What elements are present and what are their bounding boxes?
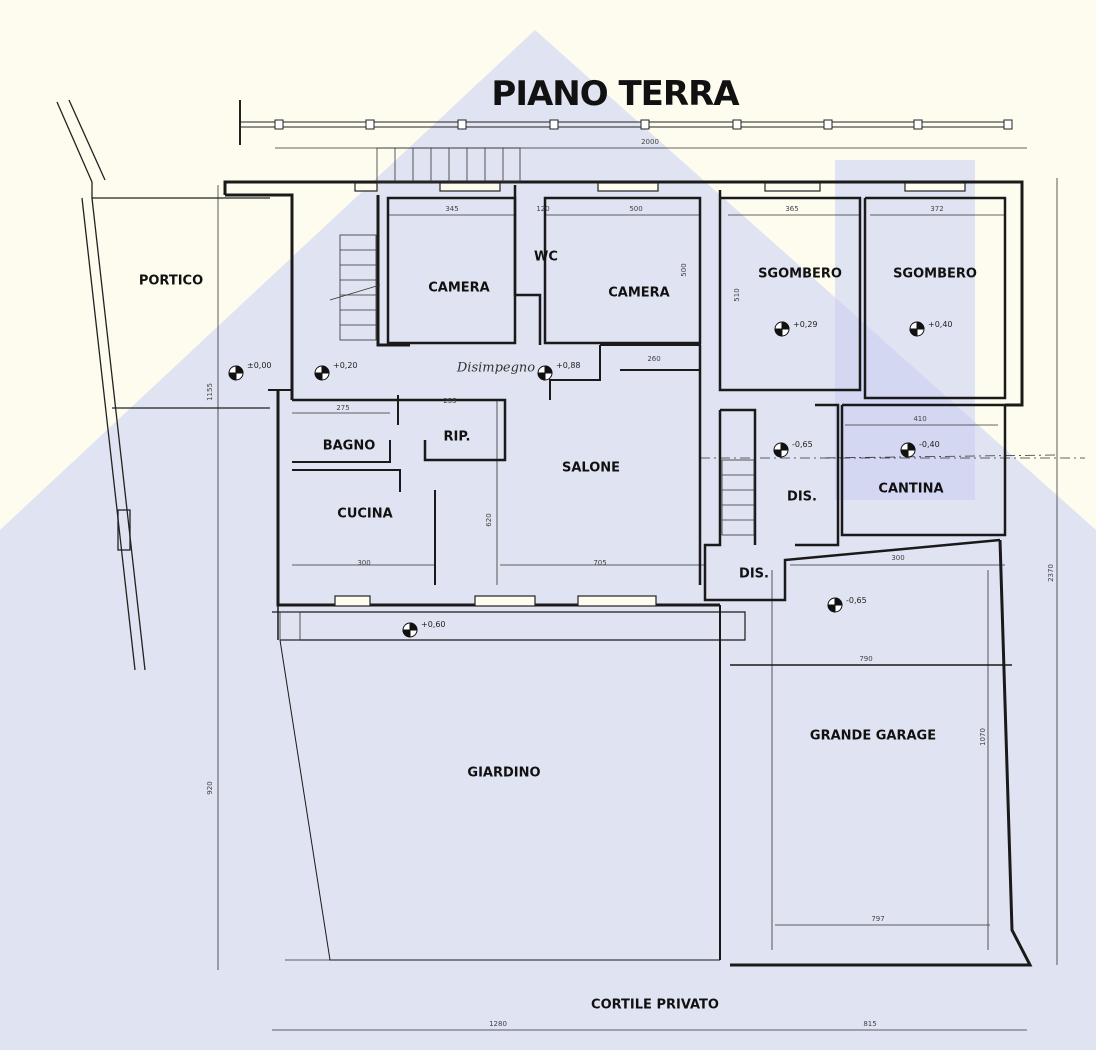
dim-salone-w: 705 [593, 559, 607, 567]
dim-garage-h: 1070 [979, 728, 987, 746]
level-cantina: -0,40 [919, 440, 940, 449]
level-stairs: +0,20 [333, 361, 358, 370]
room-salone: SALONE [561, 460, 621, 476]
level-portico: ±0,00 [247, 361, 272, 370]
plan-title: PIANO TERRA [491, 74, 739, 114]
room-dis-1: DIS. [787, 489, 817, 505]
room-grande-garage: GRANDE GARAGE [809, 728, 937, 744]
level-markers [228, 321, 925, 638]
room-camera-1: CAMERA [428, 280, 490, 296]
dim-rip-w: 255 [443, 397, 457, 405]
dim-camera-2-h: 500 [680, 263, 688, 277]
dim-bottom-right: 815 [863, 1020, 877, 1028]
dim-top-total: 2000 [641, 138, 659, 146]
room-cucina: CUCINA [337, 506, 393, 522]
dim-wc-w: 120 [536, 205, 550, 213]
dim-cucina-w: 300 [357, 559, 371, 567]
room-sgombero-1: SGOMBERO [758, 266, 842, 282]
dim-camera-1-w: 345 [445, 205, 459, 213]
dim-dis-w: 260 [647, 355, 661, 363]
building-walls [223, 180, 1033, 967]
room-disimpegno: Disimpegno [456, 360, 536, 376]
dim-sgombero-2-w: 372 [930, 205, 944, 213]
dim-left-upper: 1155 [206, 383, 214, 401]
dim-left-lower: 920 [206, 781, 214, 795]
dim-garage-w: 790 [859, 655, 873, 663]
dim-bottom-left: 1280 [489, 1020, 507, 1028]
room-dis-2: DIS. [739, 566, 769, 582]
level-disimpegno: +0,88 [556, 361, 581, 370]
level-dis: -0,65 [792, 440, 813, 449]
dim-garage-top-w: 300 [891, 554, 905, 562]
top-scale-rail [239, 100, 1013, 145]
portico-wall [56, 99, 270, 671]
room-camera-2: CAMERA [608, 285, 670, 301]
room-rip: RIP. [443, 429, 471, 445]
room-portico: PORTICO [138, 273, 204, 289]
dim-sgombero-1-w: 365 [785, 205, 799, 213]
room-sgombero-2: SGOMBERO [893, 266, 977, 282]
dim-sgombero-h: 510 [733, 288, 741, 302]
dim-salone-h: 620 [485, 513, 493, 527]
dim-garage-bottom-w: 797 [871, 915, 885, 923]
room-bagno: BAGNO [322, 438, 376, 454]
dim-cantina-w: 410 [913, 415, 927, 423]
level-sgombero-2: +0,40 [928, 320, 953, 329]
dim-camera-2-w: 500 [629, 205, 643, 213]
level-giardino: +0,60 [421, 620, 446, 629]
area-cortile-privato: CORTILE PRIVATO [591, 997, 719, 1013]
dim-bagno-w: 275 [336, 404, 350, 412]
room-wc: WC [534, 249, 558, 265]
level-garage: -0,65 [846, 596, 867, 605]
dim-right-total: 2370 [1047, 564, 1055, 582]
stairs [279, 147, 755, 641]
area-giardino: GIARDINO [467, 765, 541, 781]
level-sgombero-1: +0,29 [793, 320, 818, 329]
windows [334, 182, 966, 607]
room-cantina: CANTINA [878, 481, 944, 497]
